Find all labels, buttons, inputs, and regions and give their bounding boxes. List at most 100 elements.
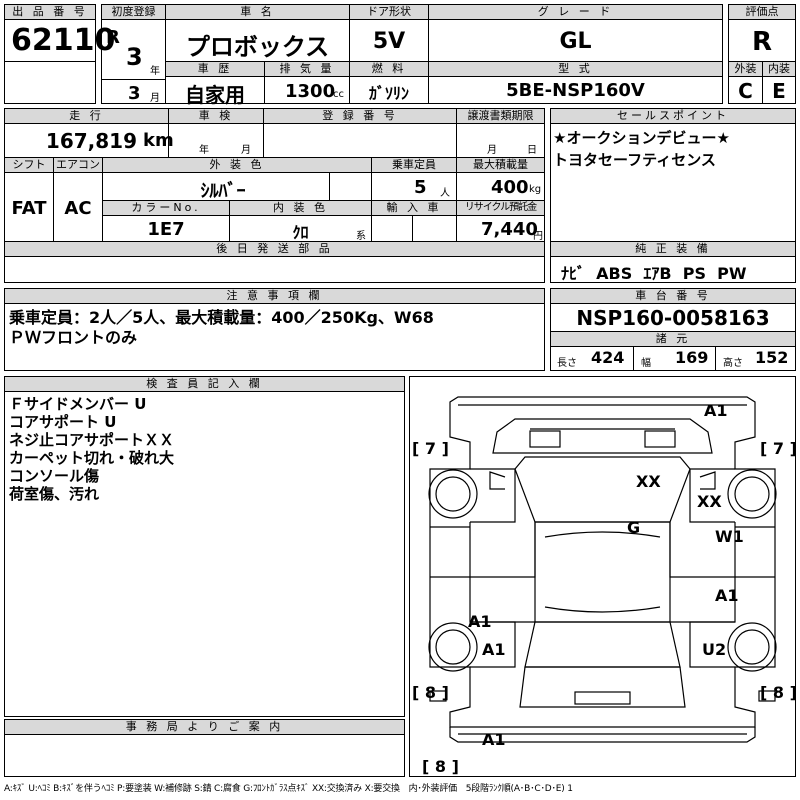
width: 169 [675,348,709,367]
inspection-cell: 車 検 年 月 [168,108,264,158]
km-unit: km [143,130,174,151]
exterior-color-label: 外 装 色 [103,158,371,173]
mark-front-right-7: [ 7 ] [760,439,797,458]
transfer-deadline-cell: 譲渡書類期限 月 日 [456,108,545,158]
mark-right-w1: W1 [715,527,744,546]
first-registration-cell: 初度登録 R 3 年 3 月 [101,4,166,104]
door-type: 5V [372,29,406,54]
interior-color: ｸﾛ [292,223,309,242]
sales-point-box: セールスポイント ★オークションデビュー★ トヨタセーフティセンス [550,108,796,242]
max-load: 400 [491,177,529,198]
divider [412,216,413,242]
door-cell: ドア形状 5V [349,4,429,62]
cc-unit: cc [333,89,344,100]
exterior-color-cell: 外 装 色 ｼﾙﾊﾞｰ [102,157,372,202]
later-parts-label: 後 日 発 送 部 品 [5,242,544,257]
inspection-label: 車 検 [169,109,263,124]
model-cell: 車 名 プロボックス [165,4,350,62]
mileage-label: 走 行 [5,109,168,124]
mileage-cell: 走 行 167,819 km [4,108,174,158]
exterior-color: ｼﾙﾊﾞｰ [200,181,246,202]
registration-number-label: 登 録 番 号 [264,109,456,124]
shift: FAT [11,198,47,219]
mark-right-xx: XX [697,492,722,511]
car-diagram [428,396,777,743]
inspector-line-4: カーペット切れ・破れ大 [9,449,175,467]
recycle-cell: リサイクル預託金 7,440 円 [456,200,545,242]
mark-rear-right-8: [ 8 ] [760,683,797,702]
interior-grade: E [772,79,786,103]
model-label: 車 名 [166,5,349,20]
color-number-cell: カラーNo. 1E7 [102,200,230,242]
shift-cell: シフト FAT [4,157,54,242]
import-cell: 輸 入 車 [371,200,457,242]
fuel: ｶﾞｿﾘﾝ [368,84,409,103]
grade: GL [559,29,592,54]
office-label: 事 務 局 よ り ご 案 内 [5,720,404,735]
score: R [751,27,773,57]
shift-label: シフト [5,158,53,173]
lot-number: 62110 [11,23,116,58]
displacement-cell: 排 気 量 1300 cc [264,61,350,104]
year-unit: 年 [150,66,160,77]
divider [715,346,716,371]
aircon: AC [64,198,92,219]
deadline-month-unit: 月 [487,145,497,156]
mark-rear-a1: A1 [482,730,506,749]
kg-unit: kg [529,184,542,195]
registration-number-cell: 登 録 番 号 [263,108,457,158]
inspector-line-5: コンソール傷 [9,467,100,485]
equipment-label: 純 正 装 備 [551,242,795,257]
mark-windshield-g: G [627,518,641,537]
damage-diagram-box: A1 [ 7 ] [ 7 ] XX XX G W1 A1 A1 A1 U2 [ … [409,376,797,777]
inspector-box: 検 査 員 記 入 欄 Ｆサイドメンバー U コアサポート U ネジ止コアサポー… [4,376,405,717]
person-unit: 人 [440,188,450,199]
mileage: 167,819 [45,129,137,153]
width-label: 幅 [641,358,651,369]
score-cell: 評価点 R [728,4,796,62]
yen-unit: 円 [533,231,543,242]
inspector-line-2: コアサポート U [9,413,117,431]
type-code-label: 型 式 [429,62,722,77]
exterior-label: 外装 [729,62,762,77]
mark-left-low-a1: A1 [482,640,506,659]
divider [102,79,165,80]
chassis-label: 車 台 番 号 [551,289,795,304]
fuel-label: 燃 料 [350,62,428,77]
kei-unit: 系 [356,231,366,242]
color-number-label: カラーNo. [103,201,229,216]
month-unit: 月 [150,93,160,104]
registration-year: 3 [126,43,143,71]
model-name: プロボックス [185,33,330,61]
capacity-label: 乗車定員 [372,158,456,173]
fuel-cell: 燃 料 ｶﾞｿﾘﾝ [349,61,429,104]
lot-number-label: 出 品 番 号 [5,5,95,20]
mark-right-u2: U2 [702,640,727,659]
history-label: 車 歴 [166,62,264,77]
length: 424 [591,348,625,367]
height: 152 [755,348,789,367]
height-label: 高さ [723,358,743,369]
lot-number-blank [4,61,96,104]
mark-front-left-7: [ 7 ] [412,439,449,458]
exterior-grade: C [738,79,753,103]
recycle-fee: 7,440 [481,219,538,240]
score-label: 評価点 [729,5,795,20]
color-number: 1E7 [147,219,185,240]
divider [633,346,634,371]
specs-label: 諸 元 [551,331,795,347]
mark-hood-xx: XX [636,472,661,491]
inspection-year-unit: 年 [199,145,209,156]
sales-point-2: トヨタセーフティセンス [553,151,716,169]
grade-label: グ レ ー ド [429,5,722,20]
sales-point-1: ★オークションデビュー★ [553,129,730,147]
type-code-cell: 型 式 5BE-NSP160V [428,61,723,104]
recycle-label: リサイクル預託金 [457,201,544,216]
mark-rear-left-8: [ 8 ] [412,683,449,702]
mark-right-a1: A1 [715,586,739,605]
door-label: ドア形状 [350,5,428,20]
equipment: ﾅﾋﾞ ABS ｴｱB PS PW [561,264,747,283]
era: R [106,27,120,48]
inspector-label: 検 査 員 記 入 欄 [5,377,404,392]
capacity-cell: 乗車定員 5 人 [371,157,457,201]
